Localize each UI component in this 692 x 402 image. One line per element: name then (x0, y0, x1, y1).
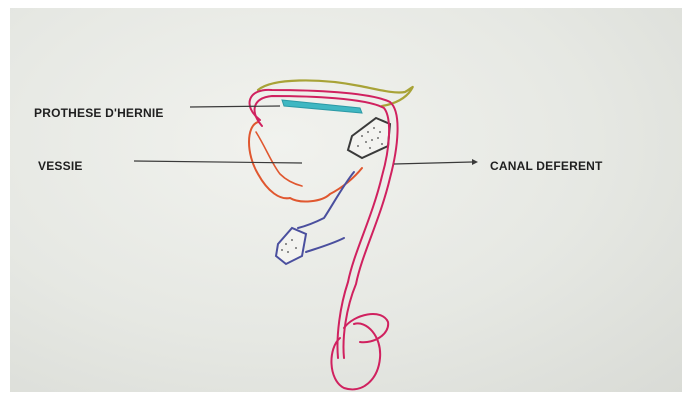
vessie-outline (249, 122, 362, 201)
label-vessie: VESSIE (38, 159, 83, 173)
leader-line-prothese (190, 106, 280, 107)
label-prothese-dhernie: PROTHESE D'HERNIE (34, 106, 164, 120)
epididymis-outline (344, 314, 388, 342)
prothese-mesh-strip (282, 100, 362, 113)
urethra-line (298, 172, 354, 228)
leader-arrowhead-canal (472, 159, 478, 165)
anatomy-drawing (10, 8, 682, 392)
gland-lower-shape (276, 228, 306, 264)
diagram-photo: PROTHESE D'HERNIE VESSIE CANAL DEFERENT (10, 8, 682, 392)
leader-line-canal (394, 162, 472, 164)
leader-line-vessie (134, 161, 302, 163)
label-canal-deferent: CANAL DEFERENT (490, 159, 603, 173)
vessie-inner (256, 132, 302, 186)
urethra-lower-line (306, 238, 344, 252)
gland-upper-shape (348, 118, 390, 158)
